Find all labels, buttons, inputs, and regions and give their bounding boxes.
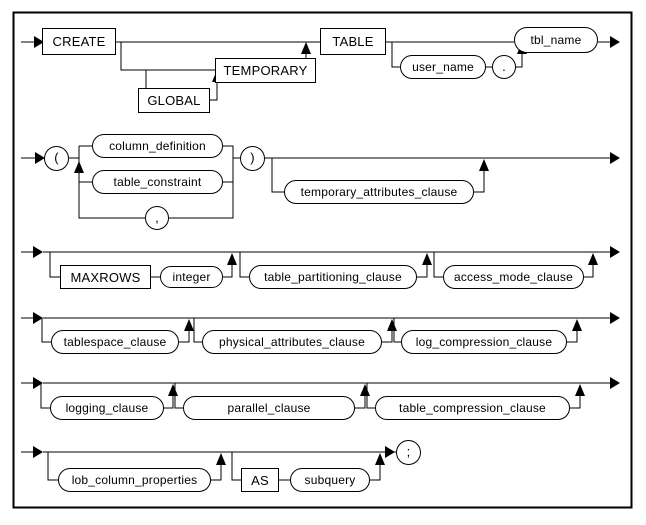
token-tbl-name[interactable]: tbl_name xyxy=(514,27,598,53)
token-physical-attributes-clause-label: physical_attributes_clause xyxy=(219,335,365,349)
diagram-frame xyxy=(12,11,633,509)
token-left-paren[interactable]: ( xyxy=(44,146,69,171)
token-right-paren[interactable]: ) xyxy=(240,146,265,171)
token-dot-label: . xyxy=(502,58,506,74)
token-column-definition-label: column_definition xyxy=(109,139,206,153)
token-table-constraint-label: table_constraint xyxy=(113,175,202,189)
token-table-partitioning-clause-label: table_partitioning_clause xyxy=(264,270,402,284)
token-table-compression-clause-label: table_compression_clause xyxy=(399,401,546,415)
token-as-label: AS xyxy=(251,472,269,488)
token-as[interactable]: AS xyxy=(241,468,279,492)
token-temporary-attributes-clause[interactable]: temporary_attributes_clause xyxy=(284,180,474,204)
token-global[interactable]: GLOBAL xyxy=(138,88,210,113)
token-left-paren-label: ( xyxy=(54,150,59,165)
token-dot[interactable]: . xyxy=(492,55,516,79)
token-comma-label: , xyxy=(155,209,159,225)
token-tablespace-clause-label: tablespace_clause xyxy=(63,335,167,349)
token-access-mode-clause[interactable]: access_mode_clause xyxy=(443,265,584,289)
token-global-label: GLOBAL xyxy=(147,93,201,108)
token-comma[interactable]: , xyxy=(145,206,169,230)
token-integer-label: integer xyxy=(172,270,211,284)
token-create-label: CREATE xyxy=(52,34,106,49)
token-semicolon[interactable]: ; xyxy=(396,440,421,465)
token-tablespace-clause[interactable]: tablespace_clause xyxy=(51,330,179,354)
token-tbl-name-label: tbl_name xyxy=(530,33,582,47)
token-parallel-clause-label: parallel_clause xyxy=(227,401,311,415)
token-logging-clause[interactable]: logging_clause xyxy=(50,396,164,420)
token-lob-column-properties-label: lob_column_properties xyxy=(71,473,198,487)
token-logging-clause-label: logging_clause xyxy=(65,401,149,415)
token-table-label: TABLE xyxy=(332,34,374,49)
token-right-paren-label: ) xyxy=(250,150,255,165)
token-integer[interactable]: integer xyxy=(160,266,223,288)
token-parallel-clause[interactable]: parallel_clause xyxy=(183,396,355,420)
token-temporary[interactable]: TEMPORARY xyxy=(215,58,316,83)
token-table-compression-clause[interactable]: table_compression_clause xyxy=(375,396,570,420)
token-temporary-label: TEMPORARY xyxy=(223,63,308,78)
token-lob-column-properties[interactable]: lob_column_properties xyxy=(58,468,211,492)
token-column-definition[interactable]: column_definition xyxy=(92,134,223,158)
token-table-constraint[interactable]: table_constraint xyxy=(92,170,223,194)
token-maxrows[interactable]: MAXROWS xyxy=(60,265,151,289)
token-user-name-label: user_name xyxy=(412,60,474,74)
token-access-mode-clause-label: access_mode_clause xyxy=(453,270,573,284)
token-create[interactable]: CREATE xyxy=(42,28,116,55)
token-temporary-attributes-clause-label: temporary_attributes_clause xyxy=(300,185,458,199)
token-semicolon-label: ; xyxy=(406,444,411,459)
token-log-compression-clause-label: log_compression_clause xyxy=(415,335,553,349)
token-subquery-label: subquery xyxy=(304,473,356,487)
token-maxrows-label: MAXROWS xyxy=(70,269,141,285)
token-table[interactable]: TABLE xyxy=(320,28,386,55)
token-user-name[interactable]: user_name xyxy=(400,55,486,79)
token-table-partitioning-clause[interactable]: table_partitioning_clause xyxy=(249,265,417,289)
token-subquery[interactable]: subquery xyxy=(290,468,370,492)
token-physical-attributes-clause[interactable]: physical_attributes_clause xyxy=(202,330,382,354)
token-log-compression-clause[interactable]: log_compression_clause xyxy=(401,330,567,354)
